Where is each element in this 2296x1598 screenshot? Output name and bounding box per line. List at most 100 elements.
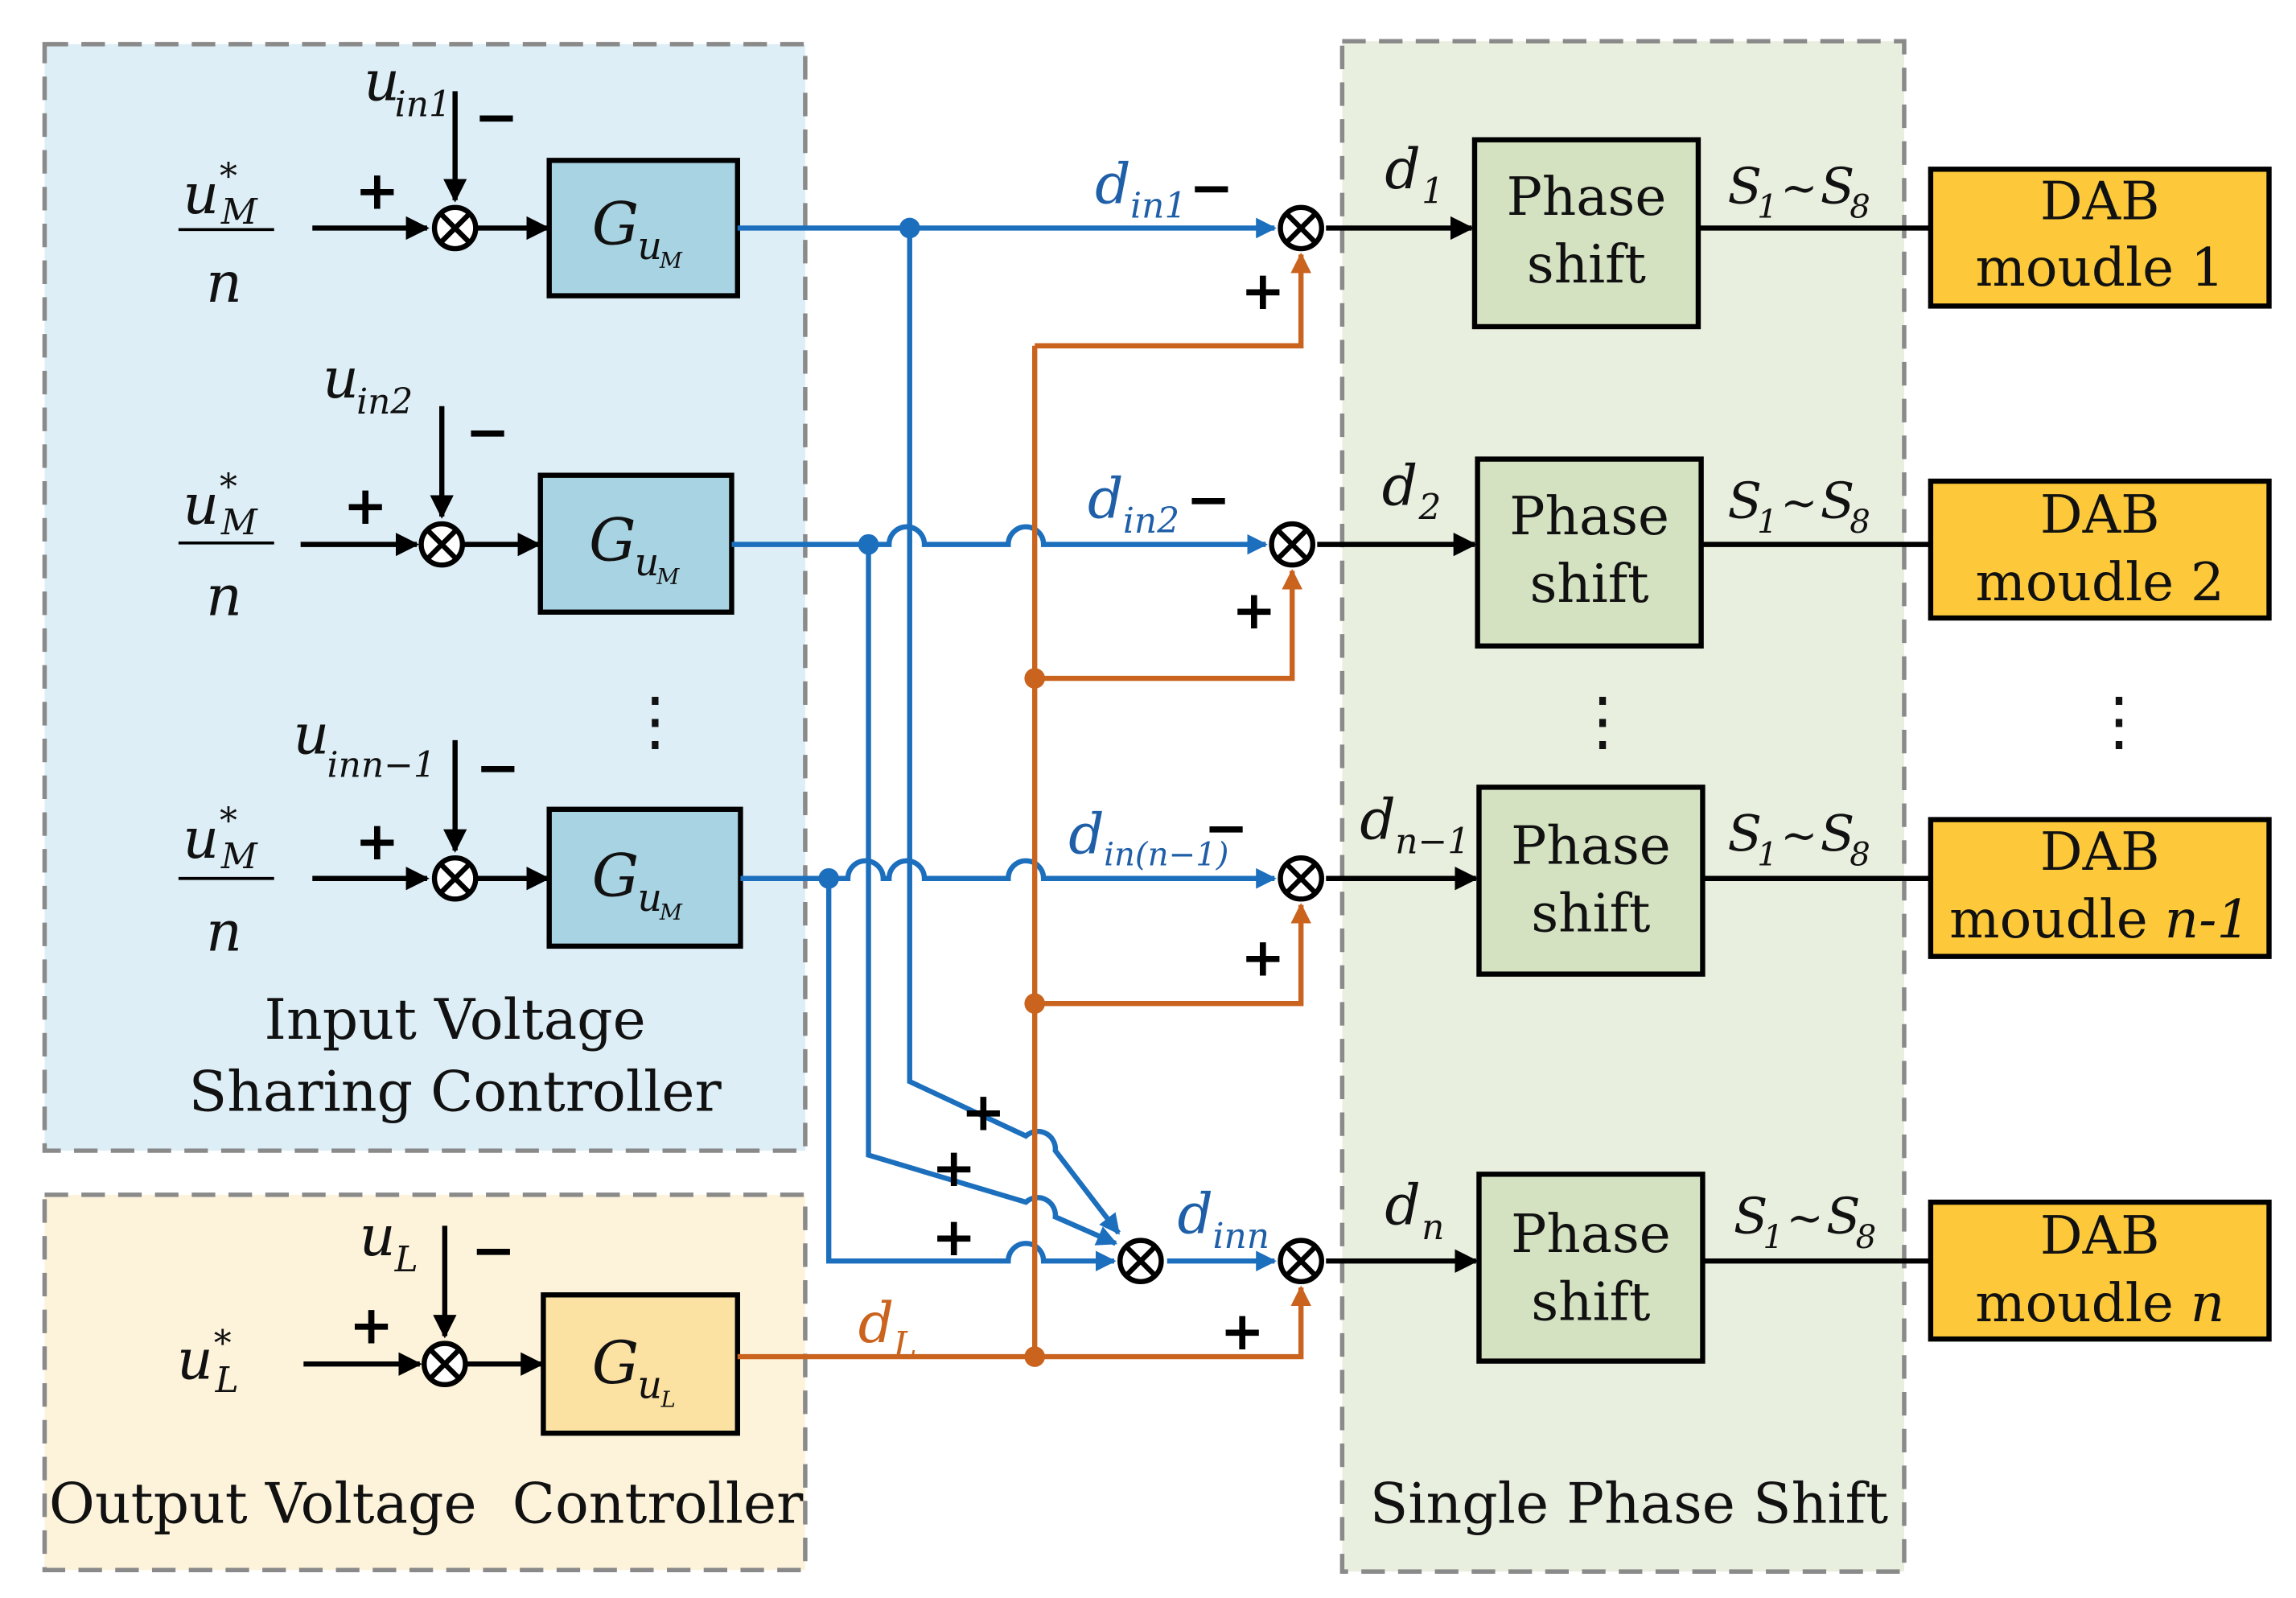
- plus-sign: +: [355, 160, 399, 222]
- phase-shift-label: shift: [1527, 233, 1646, 295]
- svg-text:1: 1: [1763, 1219, 1784, 1256]
- junction-dot: [818, 867, 839, 889]
- d2-label: d: [1382, 453, 1418, 518]
- reference-subscript-label: M: [220, 836, 258, 877]
- dab-module-n-label: moudle n: [1975, 1272, 2224, 1334]
- plus-sign: +: [1232, 579, 1276, 641]
- reference-u-label: u: [183, 472, 219, 537]
- wire-d-in-n-minus-1: [740, 858, 1277, 889]
- wire-d-l-row-n-minus-1: [1035, 903, 1311, 1007]
- svg-text:1: 1: [1757, 504, 1778, 541]
- sum-branch-2: [866, 544, 1118, 1246]
- feedback-subscript-label: inn−1: [327, 745, 436, 786]
- controller-block: [537, 472, 734, 615]
- input-region-title-line1: Input Voltage: [265, 987, 646, 1052]
- d1-subscript: 1: [1422, 171, 1444, 212]
- reference-u-label: u: [183, 806, 219, 871]
- dab-module-n-minus-1-label: moudle n-1: [1949, 888, 2250, 950]
- feedback-subscript-label: in1: [395, 84, 451, 125]
- dab-module-block: [1928, 167, 2272, 309]
- phase-shift-label: Phase: [1507, 166, 1667, 228]
- controller-row-1: u * M n + u in1 − G u M: [178, 48, 740, 315]
- controller-g-label: G: [592, 191, 639, 259]
- plus-sign: +: [355, 810, 399, 872]
- reference-subscript-label: L: [215, 1360, 239, 1401]
- reference-star-label: *: [220, 156, 237, 197]
- reference-star-label: *: [214, 1323, 232, 1364]
- controller-sub-u-label: u: [637, 224, 662, 269]
- svg-text:S: S: [1728, 804, 1763, 863]
- svg-text:S: S: [1728, 156, 1763, 215]
- svg-text:S: S: [1821, 804, 1855, 863]
- reference-denominator-label: n: [206, 899, 242, 964]
- d-n-minus-1-label: d: [1360, 787, 1395, 852]
- svg-text:S: S: [1728, 472, 1763, 530]
- dab-label: DAB: [2040, 484, 2160, 546]
- phase-shift-block: [1475, 456, 1704, 649]
- summing-junction-out-n-minus-1: [1281, 858, 1322, 899]
- controller-sub-u-label: u: [637, 876, 662, 920]
- d-in-n-minus-1-subscript: in(n−1): [1104, 836, 1228, 873]
- controller-sub-u-label: u: [635, 541, 660, 585]
- d-inn-subscript: inn: [1212, 1216, 1269, 1257]
- minus-sign: −: [475, 737, 520, 799]
- summing-junction-d-inn: [1120, 1241, 1161, 1282]
- summing-junction-out-1: [1281, 208, 1322, 249]
- phase-shift-label: Phase: [1511, 1203, 1671, 1265]
- switch-label-2: S 1 ~ S 8: [1728, 472, 1870, 541]
- minus-sign: −: [474, 86, 518, 148]
- reference-u-label: u: [183, 162, 219, 227]
- output-region-title: Output Voltage Controller: [49, 1472, 804, 1537]
- reference-star-label: *: [220, 801, 237, 842]
- junction-dot: [1024, 668, 1045, 689]
- plus-sign: +: [961, 1081, 1006, 1143]
- dab-module-block: [1928, 817, 2272, 959]
- reference-denominator-label: n: [206, 250, 242, 315]
- junction-dot: [1024, 1346, 1045, 1367]
- summing-junction-out-n: [1281, 1241, 1322, 1282]
- orange-signal-wires: [737, 252, 1311, 1360]
- d1-label: d: [1385, 137, 1420, 202]
- controller-block: [546, 806, 743, 949]
- minus-sign: −: [1204, 797, 1248, 859]
- plus-sign: +: [1241, 926, 1285, 988]
- svg-text:S: S: [1821, 156, 1855, 215]
- dab-blocks: [1928, 167, 2272, 1342]
- plus-sign: +: [1241, 260, 1285, 322]
- wire-d-l-row-2: [1035, 568, 1303, 682]
- svg-text:~: ~: [1780, 477, 1817, 529]
- svg-text:8: 8: [1850, 504, 1870, 541]
- junction-dot: [858, 533, 879, 555]
- svg-text:S: S: [1734, 1186, 1768, 1245]
- d-in2-subscript: in2: [1123, 500, 1179, 542]
- d-in1-subscript: in1: [1130, 186, 1187, 227]
- d-inn-label: d: [1178, 1181, 1213, 1246]
- dab-label: DAB: [2040, 1205, 2160, 1266]
- dab-label: DAB: [2040, 170, 2160, 232]
- svg-text:1: 1: [1757, 836, 1778, 873]
- dab-module-2-label: moudle 2: [1975, 551, 2224, 613]
- plus-sign: +: [344, 475, 388, 537]
- minus-sign: −: [471, 1219, 516, 1281]
- vertical-ellipsis: ⋮: [2087, 683, 2151, 759]
- feedback-u-label: u: [360, 1204, 396, 1269]
- output-controller-row: u * L + u L − G u L: [177, 1204, 740, 1436]
- vertical-ellipsis: ⋮: [623, 683, 687, 759]
- svg-text:8: 8: [1850, 836, 1870, 873]
- controller-block: [546, 158, 740, 299]
- reference-u-label: u: [177, 1328, 213, 1393]
- reference-subscript-label: M: [220, 502, 258, 543]
- controller-sub-m-label: M: [659, 900, 683, 925]
- summing-junction: [434, 858, 475, 899]
- controller-sub-u-label: u: [637, 1363, 662, 1407]
- dab-label: DAB: [2040, 821, 2160, 883]
- summing-junction-out-2: [1272, 524, 1313, 565]
- junction-dot: [1024, 993, 1045, 1014]
- svg-text:8: 8: [1850, 189, 1870, 226]
- svg-text:~: ~: [1780, 162, 1817, 213]
- d-l-subscript: L: [893, 1324, 917, 1365]
- junction-dot: [899, 217, 920, 239]
- controller-sub-m-label: M: [656, 565, 680, 590]
- switch-label-n-minus-1: S 1 ~ S 8: [1728, 804, 1870, 873]
- reference-subscript-label: M: [220, 192, 258, 233]
